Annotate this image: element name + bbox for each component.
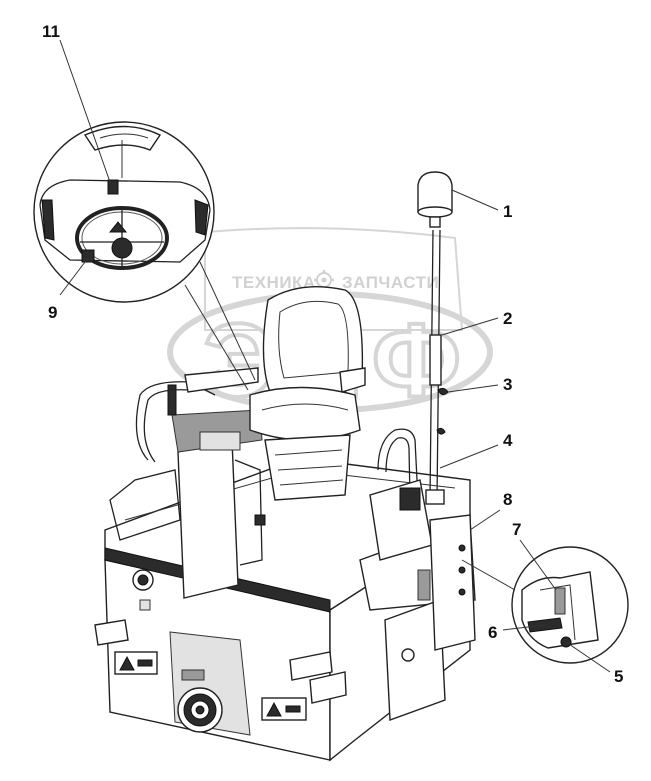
- beacon-pole-base: [425, 489, 445, 505]
- right-control-box: [369, 479, 476, 651]
- warning-label-right: [261, 697, 307, 721]
- detail-frame-top: [39, 179, 211, 211]
- seat-backrest-inner: [278, 300, 349, 379]
- handrail-left-inner: [143, 389, 191, 463]
- leader-lines: [59, 39, 611, 673]
- detail-circle-hitch: [511, 546, 629, 664]
- detail-hitch-link: [461, 559, 516, 591]
- bracket-bolt-1: [458, 544, 466, 552]
- steering-console: [167, 384, 266, 599]
- leader-6: [502, 624, 546, 631]
- detail-dome-rib: [99, 133, 149, 139]
- watermark-letter-3: Ф: [372, 303, 461, 419]
- beacon-lamp: [417, 171, 453, 228]
- bracket-bolt-3: [458, 588, 466, 596]
- detail-dome: [83, 125, 162, 151]
- detail-circle-steering: [33, 121, 215, 303]
- connector-plate: [181, 669, 205, 681]
- step-right: [289, 651, 333, 681]
- leader-4: [439, 444, 499, 469]
- callout-9: 9: [48, 303, 57, 322]
- seat-cushion-seam: [261, 403, 349, 411]
- seat-bellows: [274, 449, 344, 486]
- callout-4: 4: [503, 431, 513, 450]
- watermark-frame: [204, 227, 464, 331]
- step-left: [94, 619, 129, 646]
- console-display: [199, 431, 241, 451]
- hitch-edge: [539, 584, 576, 641]
- machine-base: [94, 457, 476, 762]
- control-lever: [167, 384, 177, 416]
- right-lower-panel: [384, 599, 446, 721]
- round-connector: [177, 687, 223, 733]
- console-column: [177, 439, 239, 599]
- detail-frame-left-post: [41, 199, 55, 241]
- detail-steering-link-2: [199, 261, 256, 381]
- callout-3: 3: [503, 375, 512, 394]
- watermark-text-left: ТЕХНИКА: [232, 273, 316, 292]
- leader-1: [451, 189, 499, 211]
- detail-part-11-nut: [107, 179, 119, 195]
- console-switch: [254, 514, 266, 526]
- callout-1: 1: [503, 202, 512, 221]
- warning-label-left: [114, 651, 158, 675]
- step-lower: [309, 671, 347, 704]
- right-panel-bolt: [401, 648, 415, 662]
- leader-5: [565, 641, 611, 673]
- detail-frame-body: [39, 204, 211, 263]
- seat-armrest-left: [184, 367, 259, 393]
- callout-6: 6: [488, 623, 497, 642]
- detail-frame-right-post: [194, 199, 209, 236]
- leader-11: [59, 39, 111, 183]
- handrail-right: [377, 428, 419, 501]
- beacon-pole-nut: [436, 427, 446, 435]
- mount-bracket: [429, 514, 476, 651]
- control-box-joystick: [399, 487, 421, 511]
- leader-7: [519, 539, 557, 591]
- leader-9: [59, 257, 89, 296]
- leader-3: [447, 384, 499, 393]
- beacon-assembly: [417, 171, 453, 505]
- callout-5: 5: [614, 667, 623, 686]
- left-side-rail: [109, 469, 181, 541]
- detail-steering-wheel: [75, 206, 169, 270]
- callout-2: 2: [503, 309, 512, 328]
- seat-armrest-right: [339, 367, 366, 393]
- seat-backrest: [262, 286, 364, 396]
- callout-8: 8: [503, 490, 512, 509]
- seat-cushion: [249, 386, 361, 441]
- watermark-text-right: ЗАПЧАСТИ: [342, 273, 439, 292]
- side-label: [139, 599, 151, 611]
- bracket-plate: [417, 569, 431, 601]
- handrails: [135, 381, 419, 501]
- beacon-pole-sleeve: [429, 334, 442, 386]
- handrail-left: [135, 381, 216, 461]
- detail-steering-link-1: [184, 284, 249, 391]
- side-knob: [132, 569, 154, 591]
- leader-2: [441, 317, 499, 336]
- callout-labels: 1 2 3 4 5 6 7 8 9 11: [42, 22, 623, 686]
- handrail-right-inner: [385, 437, 411, 501]
- seat-base: [264, 434, 351, 501]
- bracket-bolt-2: [458, 566, 466, 574]
- operator-seat: [184, 286, 366, 501]
- detail-part-9-bolt: [81, 249, 95, 263]
- callout-7: 7: [512, 520, 521, 539]
- hitch-pin: [554, 587, 566, 615]
- leader-8: [469, 509, 501, 531]
- callout-11: 11: [42, 22, 60, 41]
